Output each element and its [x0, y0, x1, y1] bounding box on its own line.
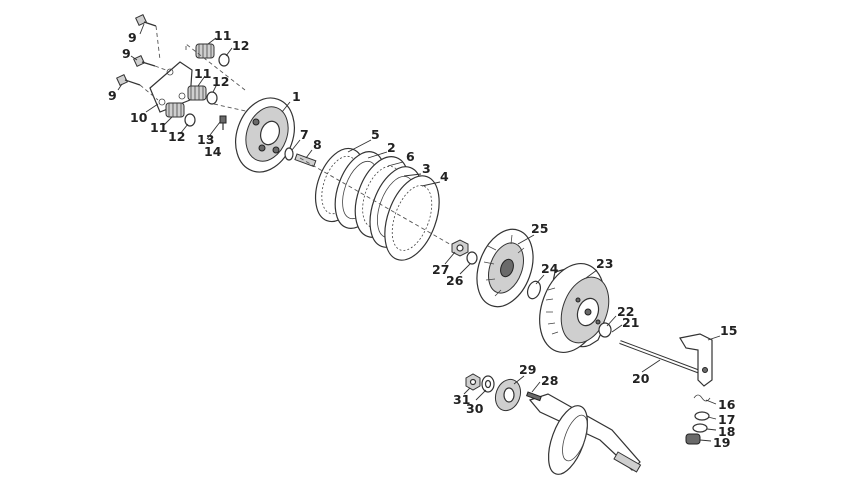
crankshaft [528, 393, 642, 475]
pushrod-8 [294, 153, 317, 168]
callout-18: 18 [718, 424, 735, 439]
washer-30 [481, 375, 495, 393]
key-28 [525, 391, 542, 402]
callout-9-top: 9 [128, 30, 137, 45]
ring-18 [692, 423, 708, 433]
callout-6: 6 [406, 149, 415, 164]
friction-plate-4 [384, 175, 440, 261]
callout-27: 27 [432, 262, 449, 277]
washer-7 [284, 147, 294, 161]
callout-3: 3 [422, 161, 431, 176]
o-ring-22 [598, 322, 612, 338]
callout-29: 29 [519, 362, 536, 377]
callout-28: 28 [541, 373, 558, 388]
callout-10: 10 [130, 110, 148, 125]
callout-20: 20 [632, 371, 650, 386]
stud-13-14 [219, 115, 227, 130]
primary-gear-29 [494, 378, 522, 412]
callout-19: 19 [713, 435, 730, 450]
callout-9-lower: 9 [108, 88, 117, 103]
clutch-center-25 [476, 228, 534, 308]
clutch-cover-plate [149, 61, 193, 113]
callout-11-upper: 11 [214, 28, 231, 43]
callout-5: 5 [371, 127, 380, 142]
callout-12-lower: 12 [168, 129, 185, 144]
washer-lower [184, 113, 196, 127]
bushing-19 [685, 433, 701, 445]
callout-26: 26 [446, 273, 464, 288]
callout-1: 1 [292, 89, 301, 104]
callout-17: 17 [718, 412, 735, 427]
spring-lower [165, 102, 185, 118]
washer-upper [218, 53, 230, 67]
callout-14: 14 [204, 144, 222, 159]
callout-22: 22 [617, 304, 634, 319]
callout-21: 21 [622, 315, 639, 330]
callout-2: 2 [387, 140, 396, 155]
spring-upper [195, 43, 215, 59]
release-shaft-20 [619, 340, 701, 374]
bolt-top [135, 14, 161, 61]
spring-middle [187, 85, 207, 101]
clutch-housing-23 [539, 262, 610, 354]
callout-11-lower: 11 [150, 120, 167, 135]
callout-15: 15 [720, 323, 737, 338]
callout-4: 4 [440, 169, 449, 184]
callout-labels: 9 9 9 10 11 12 11 12 11 12 13 14 1 7 8 5… [108, 28, 737, 450]
leader-lines [117, 23, 721, 442]
callout-23: 23 [596, 256, 613, 271]
callout-12-upper: 12 [232, 38, 249, 53]
spring-16 [693, 394, 711, 402]
callout-13: 13 [197, 132, 214, 147]
pressure-plate [235, 97, 295, 173]
callout-24: 24 [541, 261, 559, 276]
callout-25: 25 [531, 221, 548, 236]
bolt-middle [133, 55, 167, 71]
callout-11-middle: 11 [194, 66, 211, 81]
washer-middle [206, 91, 218, 105]
nut-31 [465, 373, 481, 391]
callout-7: 7 [300, 127, 309, 142]
bolt-lower [116, 74, 159, 101]
callout-16: 16 [718, 397, 736, 412]
washer-24 [526, 280, 542, 300]
release-lever-15 [679, 333, 713, 387]
callout-30: 30 [466, 401, 484, 416]
callout-8: 8 [313, 137, 322, 152]
washer-26 [466, 251, 478, 265]
seal-17 [694, 411, 710, 421]
nut-27 [451, 239, 469, 257]
callout-31: 31 [453, 392, 470, 407]
callout-12-middle: 12 [212, 74, 229, 89]
callout-9-middle: 9 [122, 46, 131, 61]
